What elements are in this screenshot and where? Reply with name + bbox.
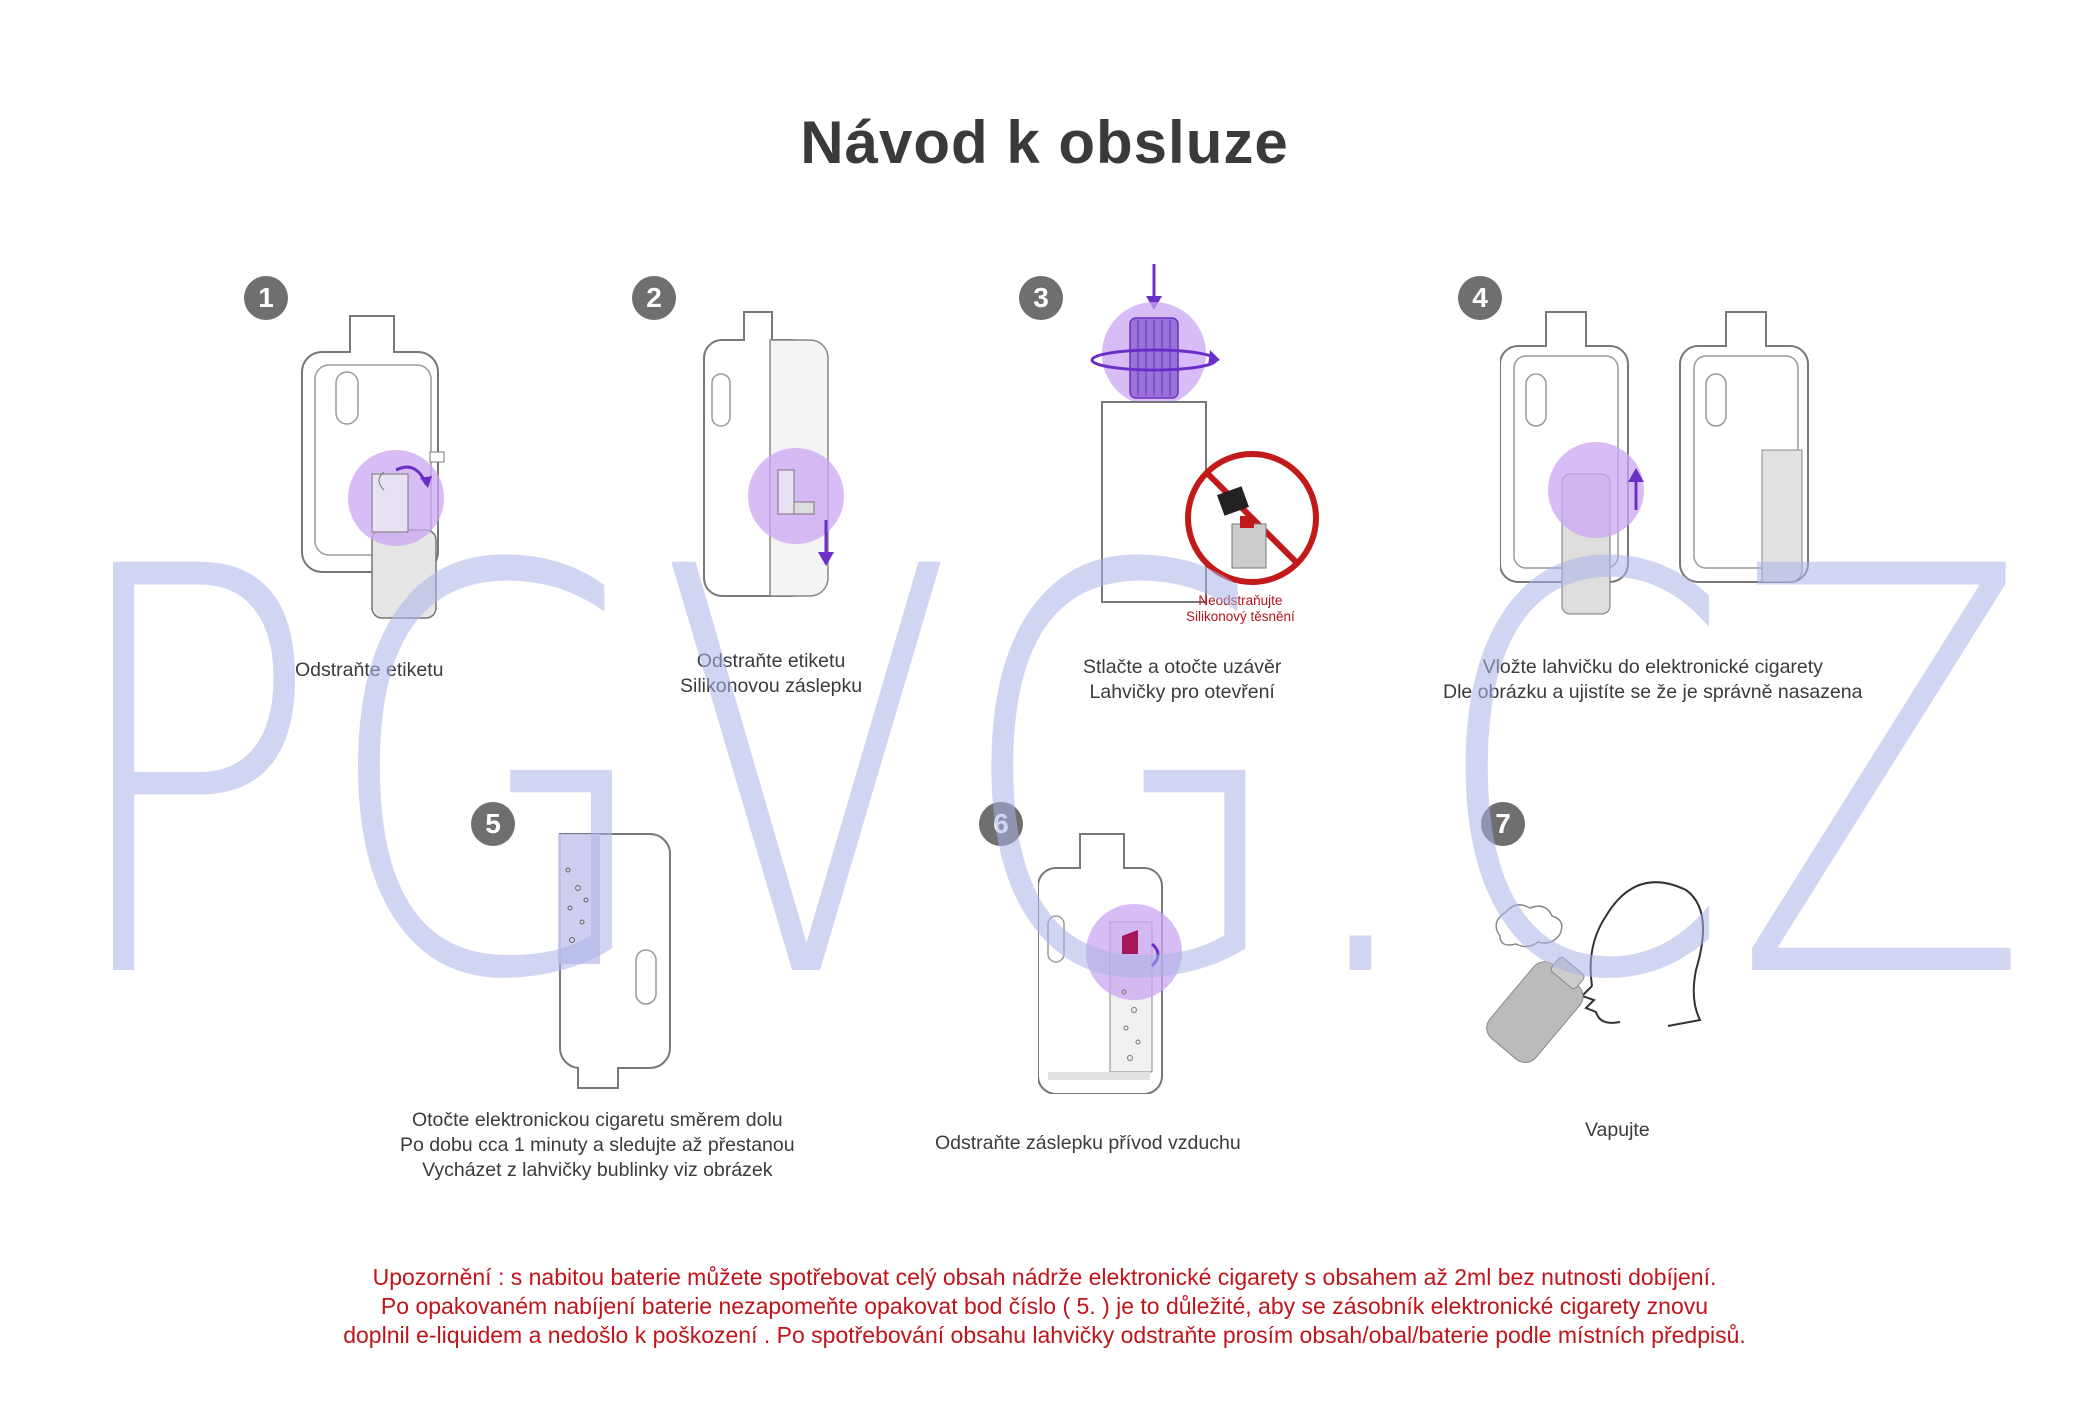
warning-line: Upozornění : s nabitou baterie můžete sp…	[372, 1264, 1717, 1290]
note-line: Neodstraňujte	[1198, 593, 1283, 608]
step-number-badge: 2	[632, 276, 676, 320]
device-upside-down-illustration	[558, 833, 671, 1089]
air-inlet-plug-removal-illustration	[1038, 833, 1182, 1094]
warning-line: doplnil e-liquidem a nedošlo k poškození…	[343, 1322, 1746, 1348]
step-1-caption: Odstraňte etiketu	[295, 658, 444, 683]
step-3-warning-note: Neodstraňujte Silikonový těsnění	[1186, 593, 1295, 625]
step-7-caption: Vapujte	[1585, 1118, 1650, 1143]
caption-line: Vložte lahvičku do elektronické cigarety	[1482, 656, 1823, 678]
caption-line: Otočte elektronickou cigaretu směrem dol…	[411, 1109, 783, 1131]
step-number-badge: 1	[244, 276, 288, 320]
bottle-insert-illustration	[1500, 311, 1809, 615]
caption-line: Odstraňte záslepku přívod vzduchu	[935, 1132, 1241, 1154]
bottle-cap-open-illustration	[1090, 264, 1319, 603]
caption-line: Vycházet z lahvičky bublinky viz obrázek	[422, 1159, 773, 1181]
caption-line: Odstraňte etiketu	[295, 659, 444, 681]
step-3-caption: Stlačte a otočte uzávěr Lahvičky pro ote…	[1083, 655, 1281, 705]
caption-line: Lahvičky pro otevření	[1089, 681, 1275, 703]
step-number-badge: 3	[1019, 276, 1063, 320]
device-plug-removal-illustration	[703, 311, 844, 597]
caption-line: Stlačte a otočte uzávěr	[1083, 656, 1282, 678]
caption-line: Dle obrázku a ujistíte se že je správně …	[1443, 681, 1863, 703]
device-label-removal-illustration	[301, 315, 445, 619]
step-number-badge: 7	[1481, 802, 1525, 846]
page-title: Návod k obsluze	[800, 109, 1289, 176]
caption-line: Po dobu cca 1 minuty a sledujte až přest…	[400, 1134, 795, 1156]
caption-line: Silikonovou záslepku	[680, 675, 863, 697]
step-number-badge: 6	[979, 802, 1023, 846]
warning-line: Po opakovaném nabíjení baterie nezapomeň…	[380, 1293, 1709, 1319]
step-6-caption: Odstraňte záslepku přívod vzduchu	[935, 1131, 1241, 1156]
person-vaping-illustration	[1486, 881, 1705, 1063]
caption-line: Odstraňte etiketu	[696, 650, 846, 672]
step-number-badge: 5	[471, 802, 515, 846]
step-5-caption: Otočte elektronickou cigaretu směrem dol…	[400, 1108, 795, 1183]
step-number-badge: 4	[1458, 276, 1502, 320]
note-line: Silikonový těsnění	[1186, 609, 1295, 624]
step-4-caption: Vložte lahvičku do elektronické cigarety…	[1443, 655, 1863, 705]
caption-line: Vapujte	[1585, 1119, 1650, 1141]
step-2-caption: Odstraňte etiketu Silikonovou záslepku	[680, 649, 862, 699]
warning-notice: Upozornění : s nabitou baterie můžete sp…	[0, 1263, 2089, 1350]
